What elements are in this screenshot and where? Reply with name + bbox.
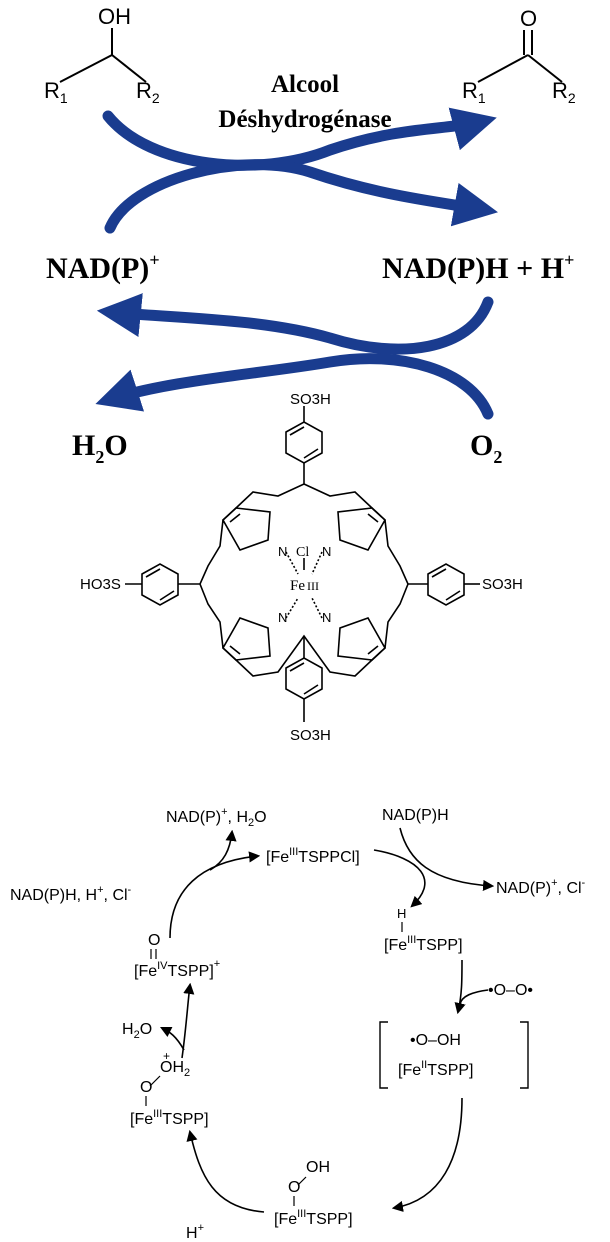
oxygen-label: O — [470, 429, 493, 462]
hydroperoxo-oh-label: OH — [306, 1159, 330, 1176]
hydroperoxo-o-label: O — [288, 1179, 300, 1196]
fe3-tsppcl-complex: [FeIIITSPPCl] — [266, 846, 360, 866]
arrow-products-out — [209, 829, 237, 871]
svg-text:R1: R1 — [44, 78, 68, 106]
nadph-reactant-label: NAD(P)H — [382, 807, 449, 824]
nadp-cl-product-label: NAD(P)+, Cl- — [496, 877, 586, 897]
oxo-water-o-label: O — [140, 1079, 152, 1096]
so3h-right-label: SO3H — [482, 576, 523, 593]
arrow-start-to-hydride — [373, 849, 426, 908]
alcohol-r1-label: R — [44, 78, 60, 103]
svg-text:NAD(P)+: NAD(P)+ — [46, 250, 160, 285]
hydride-h-label: H — [397, 906, 406, 921]
arrow-o2-to-water — [95, 353, 494, 420]
enzyme-name-line2: Déshydrogénase — [218, 106, 391, 133]
arrow-oxo-water-to-ferryl — [181, 982, 195, 1059]
svg-text:R2: R2 — [552, 78, 576, 106]
alcohol-oh-label: OH — [98, 4, 131, 29]
fe-tspp-porphyrin-structure — [125, 406, 480, 722]
arrow-nadph-to-nadp — [96, 293, 494, 355]
n-atom-label: N — [278, 544, 287, 559]
proton-reactant-label: H+ — [186, 1222, 204, 1242]
svg-text:H2O: H2O — [72, 429, 128, 467]
arrow-water-out — [159, 1026, 185, 1051]
arrow-alcohol-to-ketone — [102, 107, 497, 171]
ho3s-left-label: HO3S — [80, 576, 121, 593]
nadph-label: NAD(P)H + H — [382, 252, 564, 285]
n-atom-label: N — [278, 610, 287, 625]
dioxygen-reactant-label: •O–O• — [488, 982, 533, 999]
fe2-complex: [FeIITSPP] — [398, 1059, 473, 1079]
arrow-hydride-to-fe2 — [454, 959, 466, 1015]
nadp-water-product-label: NAD(P)+, H2O — [166, 806, 267, 829]
ketone-o-label: O — [520, 6, 537, 31]
oxo-water-oh2-label: OH2 — [160, 1059, 190, 1079]
fe3-oxo-water-complex: [FeIIITSPP] — [130, 1108, 209, 1128]
svg-text:NAD(P)H + H+: NAD(P)H + H+ — [382, 250, 574, 285]
fe3-hydroperoxo-complex: [FeIIITSPP] — [274, 1208, 353, 1228]
fe3-hydride-complex: [FeIIITSPP] — [384, 934, 463, 954]
ketone-r1-label: R — [462, 78, 478, 103]
ketone-r2-label: R — [552, 78, 568, 103]
svg-text:O2: O2 — [470, 429, 502, 467]
arrow-o2-in — [459, 989, 489, 1005]
arrow-fe2-to-hydroperoxo — [391, 1097, 463, 1212]
alcohol-r2-label: R — [136, 78, 152, 103]
nadp-oxidized-label: NAD(P) — [46, 252, 149, 285]
so3h-bottom-label: SO3H — [290, 727, 331, 744]
ketone-structure: O R1 R2 — [462, 6, 576, 106]
water-label: H — [72, 429, 95, 462]
svg-text:R2: R2 — [136, 78, 160, 106]
svg-text:R1: R1 — [462, 78, 486, 106]
arrow-hydroperoxo-to-oxo-water — [186, 1129, 265, 1213]
oxo-plus-label: + — [163, 1049, 170, 1063]
arrow-nadp-to-nadph — [104, 159, 498, 234]
arrow-nadph-in — [399, 827, 495, 892]
enzyme-name-line1: Alcool — [271, 71, 339, 98]
so3h-top-label: SO3H — [290, 391, 331, 408]
fe4-ferryl-complex: [FeIVTSPP]+ — [134, 958, 220, 980]
water-product-label: H2O — [122, 1021, 152, 1041]
superoxide-label: •O–OH — [410, 1032, 461, 1049]
alcohol-structure: OH R1 R2 — [44, 4, 160, 106]
reductant-reactant-label: NAD(P)H, H+, Cl- — [10, 884, 132, 904]
n-atom-label: N — [322, 610, 331, 625]
n-atom-label: N — [322, 544, 331, 559]
ferryl-o-label: O — [148, 932, 160, 949]
arrow-ferryl-to-start — [169, 851, 261, 939]
cl-ligand-label: Cl — [296, 545, 309, 560]
